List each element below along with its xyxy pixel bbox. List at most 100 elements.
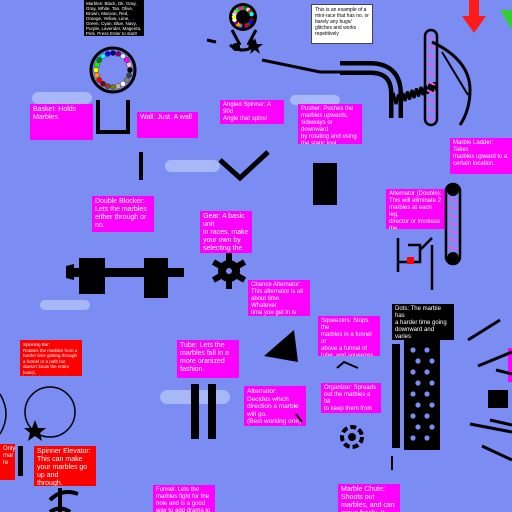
dot-peg (410, 369, 416, 375)
right-arrow-icon[interactable] (500, 10, 512, 30)
gear-tooth (211, 259, 223, 270)
ladder-rung (426, 62, 436, 68)
dot-peg (424, 391, 430, 397)
alternator-lines[interactable] (295, 413, 303, 423)
marble (110, 84, 116, 90)
dot-peg (410, 347, 416, 353)
marble (120, 53, 126, 60)
label-spinner-elevator: Spinner Elevator: This can make your mar… (34, 446, 96, 486)
dot-peg (415, 424, 421, 430)
dot-peg (410, 391, 416, 397)
marble (123, 77, 130, 83)
ladder-rung (426, 80, 436, 86)
marble-ladder[interactable] (423, 28, 439, 127)
ladder-rung (447, 197, 459, 203)
pusher[interactable] (313, 163, 337, 205)
dot-peg (429, 402, 435, 408)
cloud (290, 95, 340, 105)
basket[interactable] (96, 100, 130, 134)
ladder-rung (426, 107, 436, 113)
alternator-double[interactable] (396, 237, 434, 290)
gear[interactable] (211, 253, 247, 289)
zigzag-ramp (390, 82, 438, 105)
marble (123, 57, 130, 63)
intro-note: This is an example of a mini-race that h… (311, 4, 373, 44)
double-blocker[interactable] (66, 258, 184, 298)
marble (120, 80, 126, 87)
marble (127, 67, 133, 73)
ladder-rung (426, 116, 436, 122)
gear-tooth (235, 272, 247, 283)
ladder-rung (426, 35, 436, 41)
ladder-rung (426, 53, 436, 59)
dot-peg (429, 358, 435, 364)
marble (249, 12, 254, 17)
label-squeezers: Squeezers: Stops the marbles in a funnel… (318, 316, 380, 356)
marble (126, 61, 132, 68)
gear-tooth (226, 253, 232, 262)
marble-ring[interactable] (89, 46, 137, 94)
marble (115, 83, 122, 89)
marble (100, 53, 106, 60)
dot-peg (410, 435, 416, 441)
marble (93, 67, 99, 73)
label-alternator: Alternator: Decides which direction a ma… (244, 386, 306, 426)
chance-alternator[interactable] (264, 330, 298, 362)
label-dots: Dots: The marble has a harder time going… (392, 304, 454, 340)
gear-tooth (235, 259, 247, 270)
label-double-blocker: Double Blocker: Lets the marbles either … (92, 196, 154, 232)
cloud (40, 300, 90, 310)
marble (96, 57, 103, 63)
angled-spinner[interactable] (218, 150, 270, 182)
spinner-elevator-ring[interactable] (24, 386, 76, 438)
label-alternator-double: Alternator (Double): This will eliminate… (386, 189, 446, 229)
ladder-rung (447, 229, 459, 235)
ladder-rung (426, 98, 436, 104)
dot-peg (429, 380, 435, 386)
marble-color-legend: Marbles: Black, Dk. Gray, Gray, White, T… (84, 0, 144, 36)
dot-peg (415, 358, 421, 364)
label-organizer: Organizer: Spreads out the marbles a bit… (321, 383, 381, 413)
squeezers[interactable] (336, 360, 359, 369)
marble (94, 61, 100, 68)
label-spinning-bar: Spinning Bar: Rotates the marbles from a… (20, 340, 82, 376)
marble (115, 51, 122, 57)
organizer[interactable] (340, 425, 364, 449)
ladder-rung (447, 237, 459, 243)
marble (96, 77, 103, 83)
dots-board[interactable] (392, 340, 440, 450)
label-basket: Basket: Holds Marbles (30, 104, 93, 140)
ladder-rung (426, 71, 436, 77)
marble-chute[interactable] (48, 488, 79, 512)
wall[interactable] (139, 152, 143, 180)
label-angled-spinner: Angled Spinner: A 90d Angle that spins! (220, 100, 284, 124)
spinner-star[interactable] (24, 420, 46, 441)
marble-ladder-right[interactable] (444, 182, 462, 266)
label-marble-ladder: Marble Ladder: Takes marbles upward to a… (450, 138, 512, 174)
label-marble-chute: Marble Chute: Shoots out marbles, and ca… (338, 484, 400, 512)
marble (110, 50, 116, 56)
dot-peg (429, 424, 435, 430)
dot-peg (424, 369, 430, 375)
dot-peg (424, 347, 430, 353)
ladder-rung (447, 205, 459, 211)
dot-peg (415, 380, 421, 386)
cloud (32, 92, 92, 104)
label-chance-alternator: Chance Alternator: This alternator is al… (248, 280, 310, 316)
label-tube: Tube: Lets the marbles fall in a more or… (177, 340, 239, 378)
tube[interactable] (191, 384, 216, 439)
marble (94, 72, 100, 79)
marble-cluster[interactable] (229, 3, 257, 31)
ladder-rung (447, 221, 459, 227)
loop-track[interactable] (431, 40, 472, 126)
star-spinner[interactable] (247, 38, 263, 54)
ladder-rung (426, 89, 436, 95)
marble (104, 83, 111, 89)
label-wall: Wall: Just. A wall (137, 112, 198, 138)
label-only: Only mar re (0, 444, 15, 480)
label-gear: Gear: A basic unit in races, make your o… (200, 211, 252, 253)
down-arrow-icon[interactable] (462, 0, 486, 33)
label-funnel: Funnel: Lets the marbles fight for the h… (153, 485, 215, 512)
